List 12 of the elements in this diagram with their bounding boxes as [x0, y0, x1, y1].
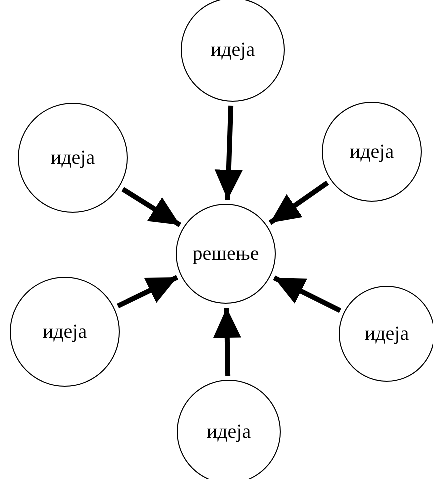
node-label: идеја [206, 420, 252, 444]
node-label: идеја [210, 38, 256, 62]
node-label: идеја [50, 146, 96, 170]
node-label: решење [192, 242, 260, 266]
arrow [122, 187, 182, 228]
arrow [268, 180, 330, 226]
arrow [213, 308, 242, 376]
arrow [117, 275, 178, 309]
arrow [214, 106, 243, 200]
node-label: идеја [364, 322, 410, 346]
node-label: идеја [350, 140, 394, 164]
node-label: идеја [42, 320, 88, 344]
